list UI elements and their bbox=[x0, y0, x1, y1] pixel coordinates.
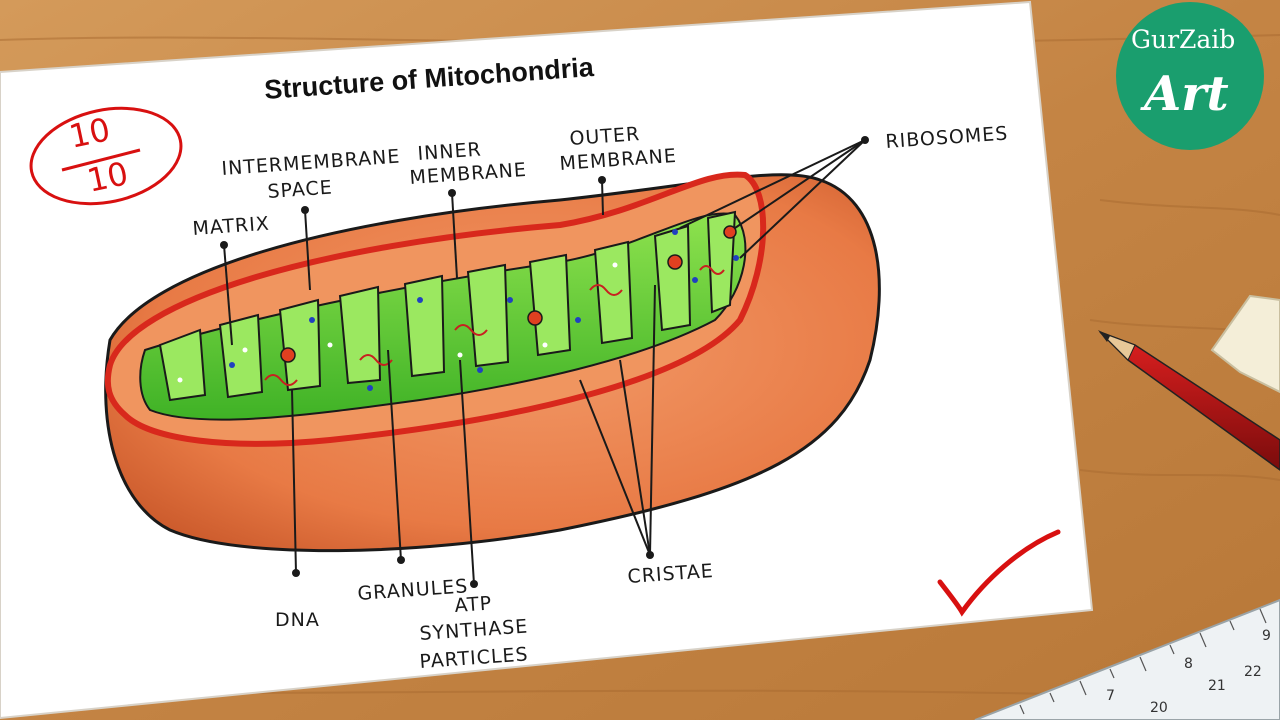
ruler-number-3: 9 bbox=[1262, 628, 1271, 644]
logo-badge bbox=[1116, 2, 1264, 150]
label-inner-line1: INNER bbox=[417, 139, 483, 165]
cristae-folds bbox=[158, 210, 737, 402]
dna-strands bbox=[264, 265, 725, 386]
ruler-number-4: 20 bbox=[1150, 700, 1168, 716]
label-matrix: MATRIX bbox=[192, 213, 271, 240]
grade-numerator: 10 bbox=[66, 110, 114, 156]
ruler-number-1: 7 bbox=[1106, 688, 1115, 704]
leader-dots bbox=[220, 136, 869, 588]
logo-line1: GurZaib bbox=[1131, 25, 1235, 54]
grade-mark: 10 10 bbox=[29, 106, 183, 206]
brand-logo: GurZaib Art bbox=[1116, 2, 1264, 150]
mitochondrion bbox=[104, 171, 881, 553]
eraser bbox=[1210, 294, 1280, 394]
check-mark-icon bbox=[937, 529, 1061, 617]
label-outer-line1: OUTER bbox=[569, 123, 641, 150]
pencil bbox=[1098, 330, 1280, 471]
grade-fraction-line bbox=[61, 148, 141, 172]
grade-denominator: 10 bbox=[84, 154, 132, 200]
label-dna: DNA bbox=[275, 609, 320, 631]
granules-dots bbox=[280, 225, 737, 363]
ruler-number-2: 8 bbox=[1184, 656, 1193, 672]
logo-line2: Art bbox=[1140, 66, 1229, 122]
label-intermembrane-line2: SPACE bbox=[267, 176, 334, 202]
label-leader-lines bbox=[223, 139, 866, 585]
label-atp-line1: ATP bbox=[454, 592, 493, 617]
ribosome-dots bbox=[229, 229, 739, 391]
ruler-number-5: 21 bbox=[1208, 678, 1226, 694]
ruler-number-6: 22 bbox=[1244, 664, 1262, 680]
atp-particles bbox=[177, 262, 618, 383]
ruler: 7 8 9 20 21 22 bbox=[974, 598, 1280, 720]
